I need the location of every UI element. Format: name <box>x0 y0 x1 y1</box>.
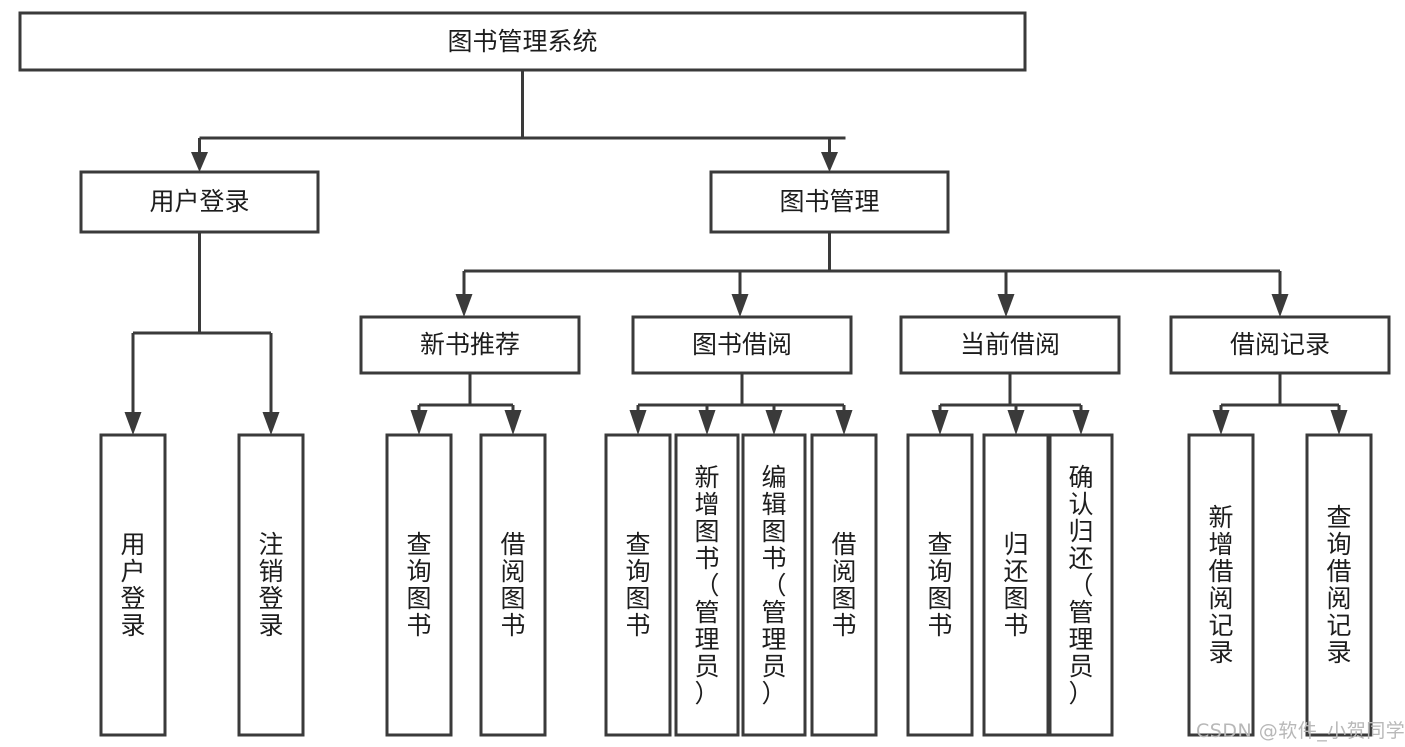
node-leaf-confirm-return[interactable] <box>1048 433 1114 737</box>
node-leaf-user-logout[interactable] <box>237 433 305 737</box>
node-leaf-query-book-3[interactable] <box>906 433 974 737</box>
arrowhead-leaf-query-book-3 <box>931 410 949 435</box>
arrowhead-book-manage <box>821 152 838 172</box>
node-new-book-recommend[interactable] <box>359 315 581 375</box>
arrowhead-borrow-record <box>1271 294 1289 317</box>
arrowhead-leaf-confirm-return <box>1072 410 1090 435</box>
arrowhead-current-borrow <box>997 294 1015 317</box>
node-current-borrow[interactable] <box>899 315 1121 375</box>
arrowhead-leaf-borrow-book-2 <box>835 410 853 435</box>
arrowhead-leaf-add-borrow-record <box>1212 410 1230 435</box>
node-leaf-borrow-book-2[interactable] <box>810 433 878 737</box>
node-leaf-add-book[interactable] <box>674 433 740 737</box>
node-layer: 图书管理系统 用户登录 图书管理 新书推荐 图书借阅 当前借阅 借阅记录 <box>18 11 1391 737</box>
arrowhead-leaf-user-logout <box>262 412 280 435</box>
node-borrow-record[interactable] <box>1169 315 1391 375</box>
node-leaf-query-book-2[interactable] <box>604 433 672 737</box>
node-leaf-query-book-1[interactable] <box>385 433 453 737</box>
node-new-book-recommend-label: 新书推荐 <box>420 330 520 359</box>
arrowhead-user-login <box>191 152 208 172</box>
node-leaf-return-book[interactable] <box>982 433 1050 737</box>
arrowhead-leaf-edit-book <box>765 410 783 435</box>
node-root-label: 图书管理系统 <box>447 27 597 56</box>
node-leaf-query-borrow-record[interactable] <box>1305 433 1373 737</box>
arrowhead-leaf-query-borrow-record <box>1330 410 1348 435</box>
node-book-manage-label: 图书管理 <box>779 187 879 216</box>
node-leaf-borrow-book-1[interactable] <box>479 433 547 737</box>
node-book-borrow[interactable] <box>631 315 853 375</box>
node-leaf-add-borrow-record[interactable] <box>1187 433 1255 737</box>
arrowhead-leaf-query-book-1 <box>410 410 428 435</box>
connector-layer <box>124 70 1348 435</box>
node-leaf-user-login[interactable] <box>99 433 167 737</box>
node-user-login-label: 用户登录 <box>149 187 249 216</box>
arrowhead-new-book-recommend <box>455 294 473 317</box>
arrowhead-leaf-borrow-book-1 <box>504 410 522 435</box>
arrowhead-leaf-add-book <box>698 410 716 435</box>
node-leaf-edit-book[interactable] <box>741 433 807 737</box>
csdn-watermark: CSDN @软件_小贺同学 <box>1196 720 1405 742</box>
node-book-manage[interactable] <box>709 170 950 234</box>
node-book-borrow-label: 图书借阅 <box>692 330 792 359</box>
node-user-login[interactable] <box>79 170 320 234</box>
node-root[interactable] <box>18 11 1027 72</box>
node-current-borrow-label: 当前借阅 <box>960 330 1060 359</box>
arrowhead-leaf-user-login <box>124 412 142 435</box>
arrowhead-leaf-query-book-2 <box>629 410 647 435</box>
node-borrow-record-label: 借阅记录 <box>1230 330 1330 359</box>
arrowhead-leaf-return-book <box>1007 410 1025 435</box>
arrowhead-book-borrow <box>731 294 749 317</box>
